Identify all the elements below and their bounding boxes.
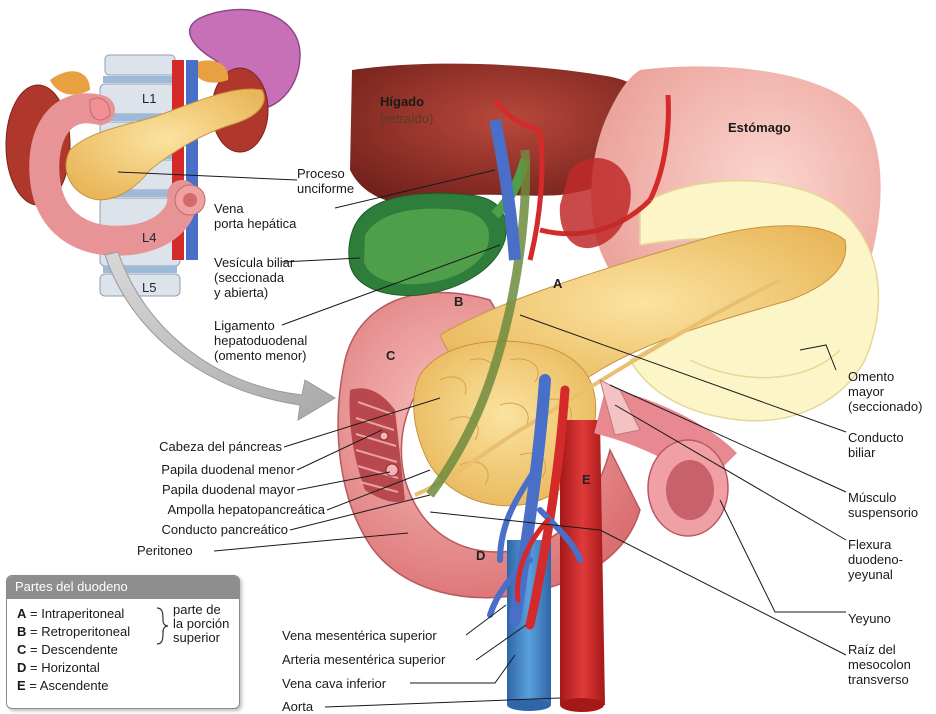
label-gallbladder: Vesícula biliar (seccionada y abierta) [214, 255, 295, 300]
segment-letters: A B C D E [386, 276, 591, 563]
label-minor-duodenal-papilla: Papila duodenal menor [161, 462, 295, 477]
label-inferior-vena-cava: Vena cava inferior [282, 676, 387, 691]
label-jejunum: Yeyuno [848, 611, 891, 626]
label-hepatopancreatic-ampulla: Ampolla hepatopancreática [167, 502, 325, 517]
legend-row-a: A = Intraperitoneal [17, 606, 125, 621]
label-hepatoduodenal-ligament: Ligamento hepatoduodenal (omento menor) [214, 318, 308, 363]
main-illustration [337, 63, 881, 712]
label-bile-duct: Conducto biliar [848, 430, 904, 460]
legend-title: Partes del duodeno [7, 576, 239, 599]
segment-c: C [386, 348, 396, 363]
segment-a: A [553, 276, 563, 291]
label-uncinate-process: Proceso unciforme [297, 166, 355, 196]
liver-subtitle: (retraído) [380, 111, 434, 126]
legend-row-b: B = Retroperitoneal [17, 624, 131, 639]
duodenum-parts-legend: Partes del duodeno A = Intraperitoneal B… [6, 575, 240, 709]
segment-e: E [582, 472, 591, 487]
label-peritoneum: Peritoneo [137, 543, 193, 558]
label-portal-vein: Vena porta hepática [214, 201, 297, 231]
vertebra-labels: L1 L4 L5 [142, 91, 156, 295]
vertebra-l5: L5 [142, 280, 156, 295]
label-aorta: Aorta [282, 699, 314, 714]
legend-row-d: D = Horizontal [17, 660, 100, 675]
liver-title: Hígado [380, 94, 425, 109]
legend-note: parte de la porción superior [173, 602, 230, 645]
label-greater-omentum: Omento mayor (seccionado) [848, 369, 923, 414]
leader-lines [117, 169, 847, 708]
label-superior-mesenteric-vein: Vena mesentérica superior [282, 628, 437, 643]
label-pancreas-head: Cabeza del páncreas [159, 439, 282, 454]
vertebra-l1: L1 [142, 91, 156, 106]
vertebra-l4: L4 [142, 230, 156, 245]
label-major-duodenal-papilla: Papila duodenal mayor [162, 482, 295, 497]
stomach-title: Estómago [728, 120, 791, 135]
segment-d: D [476, 548, 485, 563]
label-transverse-mesocolon-root: Raíz del mesocolon transverso [848, 642, 911, 687]
label-duodenojejunal-flexure: Flexura duodeno- yeyunal [848, 537, 903, 582]
legend-brace [156, 607, 169, 645]
label-pancreatic-duct: Conducto pancreático [161, 522, 288, 537]
segment-b: B [454, 294, 463, 309]
zoom-arrow [104, 251, 336, 421]
label-superior-mesenteric-artery: Arteria mesentérica superior [282, 652, 446, 667]
legend-row-c: C = Descendente [17, 642, 118, 657]
inset-figure [5, 8, 301, 297]
label-suspensory-muscle: Músculo suspensorio [848, 490, 919, 520]
legend-row-e: E = Ascendente [17, 678, 109, 693]
